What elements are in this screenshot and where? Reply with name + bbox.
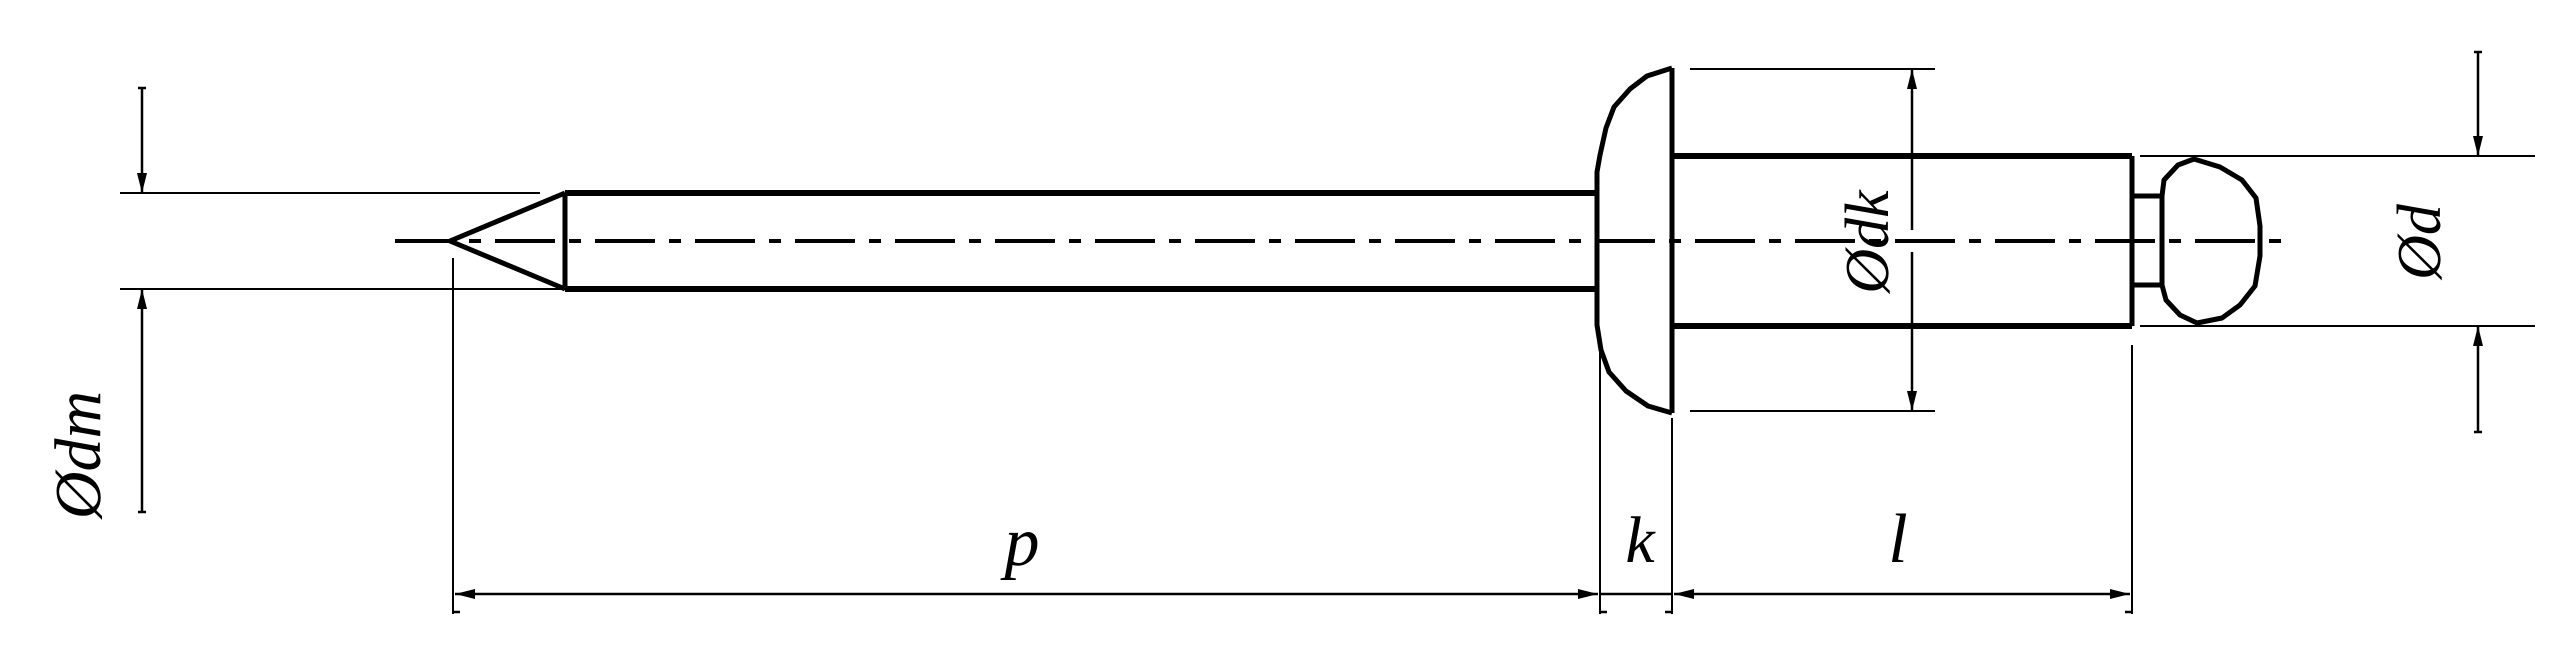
rivet-body: [1672, 153, 2162, 329]
rivet-head: [1594, 65, 1675, 416]
mandrel: [447, 190, 1597, 292]
mandrel-ball-end: [2159, 156, 2263, 326]
head-dome-outline: [1594, 65, 1673, 416]
dim-dm: [120, 86, 620, 514]
label-dk: Ødk: [1834, 189, 1902, 295]
label-p: p: [1000, 504, 1040, 581]
dim-lengths: [452, 258, 2133, 614]
label-dm: Ødm: [42, 391, 115, 520]
label-d: Ød: [2386, 203, 2454, 281]
label-l: l: [1888, 501, 1907, 578]
mandrel-tip: [447, 190, 566, 292]
label-k: k: [1625, 504, 1656, 577]
dim-d: [2140, 50, 2535, 434]
dim-dk: [1690, 68, 1935, 412]
